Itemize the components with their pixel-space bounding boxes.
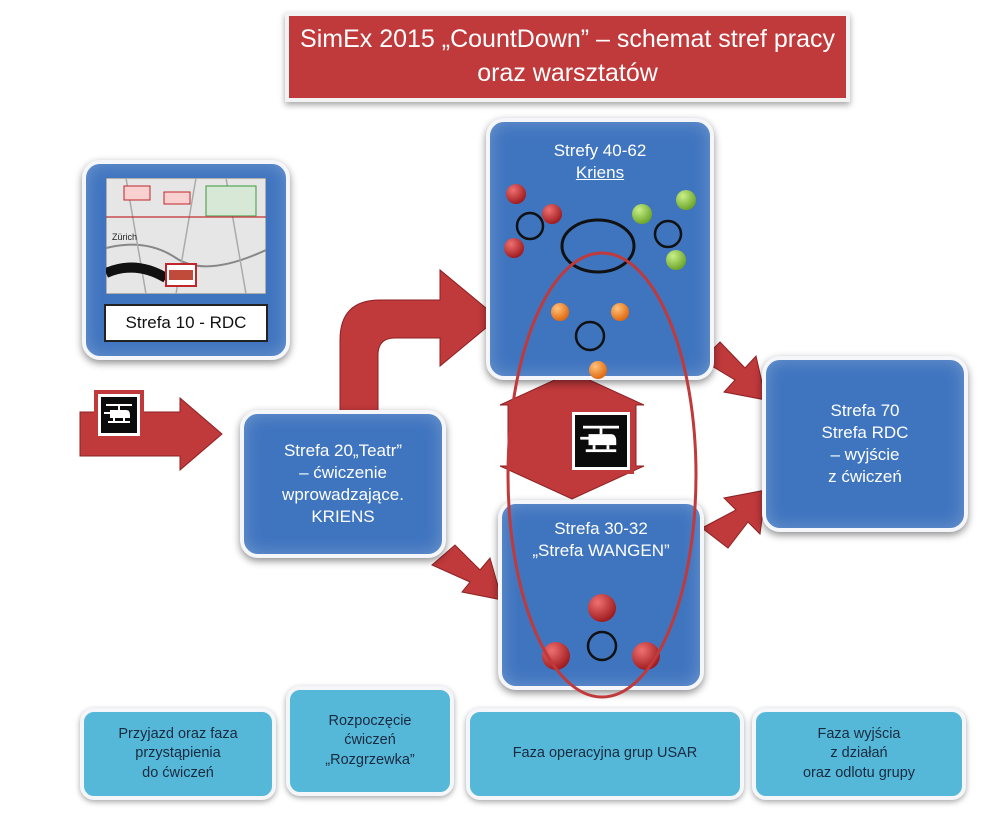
cycle-icon [586, 630, 618, 662]
team-dot-red [588, 594, 616, 622]
phase-1-line-1: Przyjazd oraz faza [118, 725, 238, 742]
team-dot-red [504, 238, 524, 258]
zone-70-line-4: z ćwiczeń [828, 467, 902, 487]
zone-20-box: Strefa 20„Teatr” – ćwiczenie wprowadzają… [240, 410, 446, 558]
arrow-zone40-to-zone70 [701, 341, 767, 401]
team-dot-red [506, 184, 526, 204]
phase-start: Rozpoczęcie ćwiczeń „Rozgrzewka” [286, 686, 454, 796]
cycle-icon [653, 219, 683, 249]
helicopter-icon [94, 390, 144, 440]
zone-70-box: Strefa 70 Strefa RDC – wyjście z ćwiczeń [762, 356, 968, 532]
cycle-icon [574, 320, 606, 352]
title-line-1: SimEx 2015 „CountDown” – schemat stref p… [300, 25, 835, 54]
helicopter-icon-center [568, 408, 634, 474]
team-dot-orange [589, 361, 607, 379]
phase-1-line-2: przystąpienia [135, 745, 221, 762]
zone-20-line-1: Strefa 20„Teatr” [283, 440, 403, 460]
phase-4-line-3: oraz odlotu grupy [802, 764, 916, 781]
zone-40-teams [504, 184, 696, 379]
phase-usar: Faza operacyjna grup USAR [466, 708, 744, 800]
cycle-icon-large [560, 218, 636, 274]
zone-70-line-2: Strefa RDC [821, 422, 909, 442]
zone-20-line-3: wprowadzające. [282, 485, 404, 504]
zone-10-box: Zürich Strefa 10 - RDC [82, 160, 290, 360]
phase-exit: Faza wyjścia z działań oraz odlotu grupy [752, 708, 966, 800]
phase-2-line-1: Rozpoczęcie [328, 712, 412, 729]
map-thumbnail: Zürich [106, 178, 266, 294]
team-dot-green [666, 250, 686, 270]
cycle-icon [515, 211, 545, 241]
phase-3-line-1: Faza operacyjna grup USAR [512, 745, 698, 762]
phase-arrival: Przyjazd oraz faza przystąpienia do ćwic… [80, 708, 276, 800]
zone-30-line-2: „Strefa WANGEN” [532, 541, 670, 561]
zone-30-32-box: Strefa 30-32 „Strefa WANGEN” [498, 500, 704, 690]
phase-1-line-3: do ćwiczeń [142, 764, 214, 781]
zone-70-line-1: Strefa 70 [830, 400, 900, 420]
zone-30-line-1: Strefa 30-32 [554, 519, 648, 538]
team-dot-green [632, 204, 652, 224]
title-line-2: oraz warsztatów [477, 59, 658, 87]
zone-40-line-1: Strefy 40-62 [553, 141, 647, 160]
zone-70-line-3: – wyjście [830, 445, 900, 464]
zone-10-label: Strefa 10 - RDC [104, 304, 268, 342]
page-title: SimEx 2015 „CountDown” – schemat stref p… [285, 12, 850, 102]
team-dot-orange [611, 303, 629, 321]
team-dot-green [676, 190, 696, 210]
map-place-label: Zürich [112, 232, 137, 242]
phase-2-line-3: „Rozgrzewka” [325, 751, 415, 768]
zone-10-label-text: Strefa 10 - RDC [125, 313, 247, 332]
zone-40-line-2: Kriens [575, 163, 625, 183]
arrow-zone20-to-zone30 [431, 544, 503, 601]
team-dot-red [542, 204, 562, 224]
team-dot-red [542, 642, 570, 670]
phase-4-line-2: z działań [830, 745, 888, 762]
phase-2-line-2: ćwiczeń [344, 732, 396, 749]
phase-4-line-1: Faza wyjścia [817, 725, 901, 742]
zone-20-line-4: KRIENS [311, 507, 375, 527]
zone-20-line-2: – ćwiczenie [299, 462, 387, 482]
team-dot-orange [551, 303, 569, 321]
